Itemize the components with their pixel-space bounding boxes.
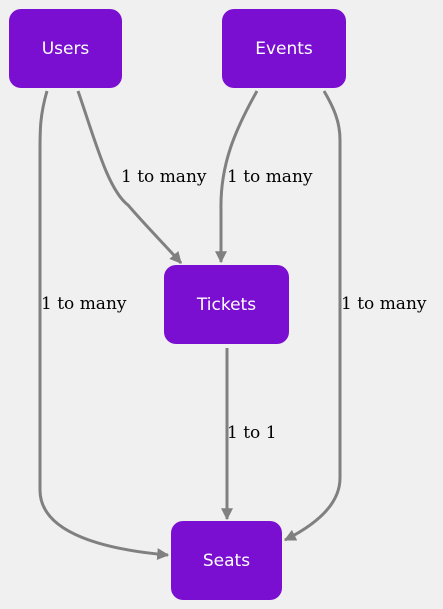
- node-seats-label: Seats: [202, 550, 251, 571]
- node-tickets-label: Tickets: [196, 294, 257, 315]
- node-tickets[interactable]: Tickets: [164, 265, 289, 344]
- node-users-label: Users: [41, 38, 90, 59]
- node-events-label: Events: [255, 38, 313, 59]
- edge-label-users-tickets: 1 to many: [121, 167, 207, 187]
- edge-label-tickets-seats: 1 to 1: [227, 423, 277, 443]
- edge-events-tickets: [215, 90, 259, 264]
- edge-label-events-tickets: 1 to many: [227, 167, 313, 187]
- node-events[interactable]: Events: [222, 9, 346, 88]
- node-seats[interactable]: Seats: [171, 521, 282, 600]
- edge-label-events-seats: 1 to many: [341, 294, 427, 314]
- edge-users-seats: [38, 90, 170, 561]
- edge-label-users-seats: 1 to many: [41, 294, 127, 314]
- edge-users-tickets: [76, 90, 183, 264]
- node-users[interactable]: Users: [9, 9, 122, 88]
- edge-events-seats: [283, 90, 342, 542]
